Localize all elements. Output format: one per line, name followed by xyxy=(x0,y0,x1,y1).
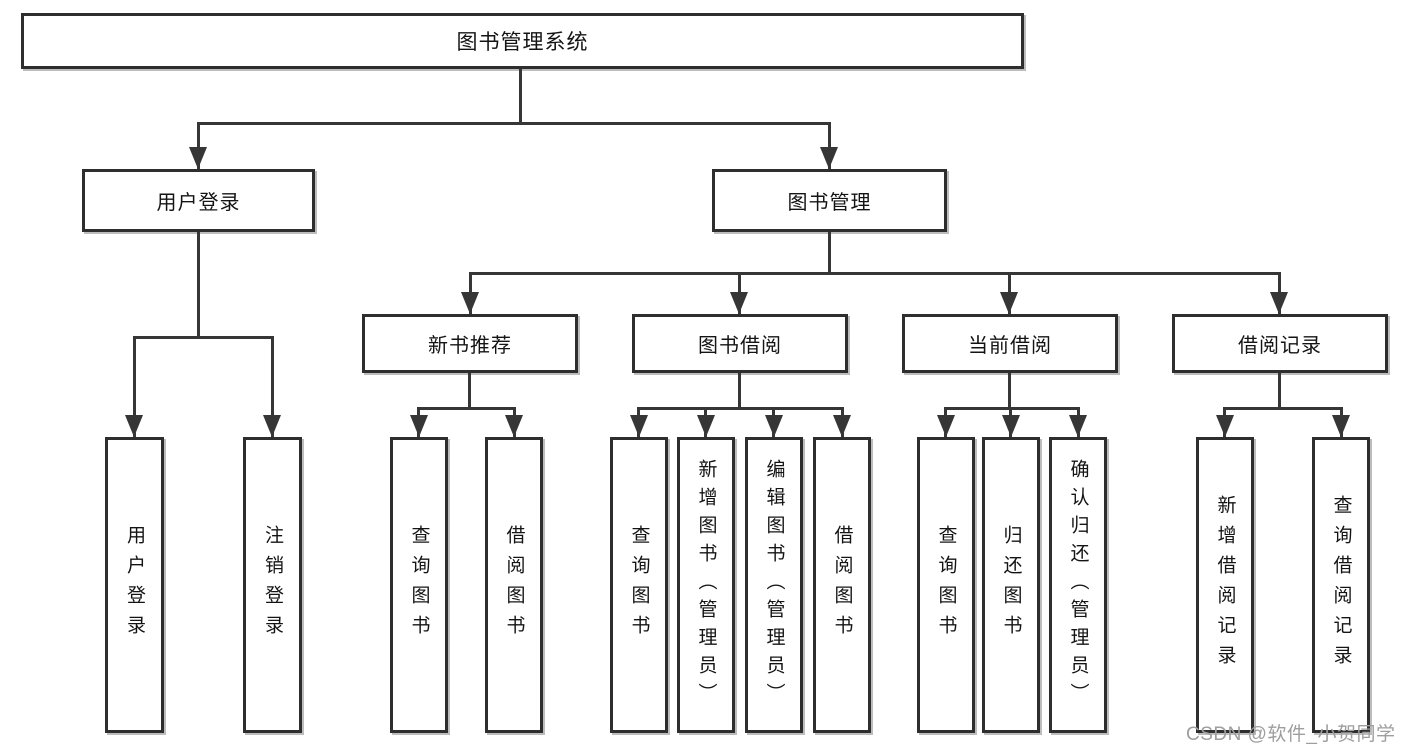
leaf-cb-query-books: 查询图书 xyxy=(917,437,975,733)
edge-cb-bar xyxy=(944,407,1080,410)
edge-root-bar xyxy=(197,122,831,125)
node-book-management: 图书管理 xyxy=(712,169,947,232)
arrow-to-bb-add-books xyxy=(697,415,715,437)
arrow-to-cb-confirm-return xyxy=(1069,415,1087,437)
edge-bb-bar xyxy=(637,407,844,410)
leaf-logout: 注销登录 xyxy=(243,437,302,733)
arrow-to-nbr-query-books xyxy=(410,415,428,437)
arrow-to-leaf-user-login xyxy=(125,415,143,437)
arrow-to-new-book-recommendation xyxy=(461,292,479,314)
arrow-to-book-borrowing xyxy=(730,292,748,314)
edge-br-bar xyxy=(1223,407,1343,410)
arrow-to-leaf-logout xyxy=(263,415,281,437)
edge-br-stem xyxy=(1278,373,1281,407)
leaf-bb-borrow-books: 借阅图书 xyxy=(813,437,871,733)
edge-user-login-bar xyxy=(133,336,274,339)
leaf-user-login: 用户登录 xyxy=(105,437,164,733)
watermark: CSDN @软件_小贺同学 xyxy=(1186,724,1396,745)
arrow-to-nbr-borrow-books xyxy=(505,415,523,437)
node-borrowing-records: 借阅记录 xyxy=(1172,314,1388,373)
edge-book-mgmt-stem xyxy=(828,232,831,272)
node-library-system: 图书管理系统 xyxy=(21,13,1024,69)
edge-bb-stem xyxy=(738,373,741,407)
edge-user-login-drop-1 xyxy=(133,336,136,437)
edge-user-login-drop-2 xyxy=(271,336,274,437)
leaf-nbr-query-books: 查询图书 xyxy=(390,437,448,733)
arrow-to-br-query-record xyxy=(1332,415,1350,437)
arrow-to-current-borrowing xyxy=(1000,292,1018,314)
leaf-cb-confirm-return-admin: 确认归还（管理员） xyxy=(1049,437,1107,733)
arrow-to-borrowing-records xyxy=(1270,292,1288,314)
arrow-to-book-management xyxy=(820,147,838,169)
arrow-to-bb-borrow-books xyxy=(833,415,851,437)
edge-nbr-bar xyxy=(417,407,516,410)
leaf-bb-edit-books-admin: 编辑图书（管理员） xyxy=(745,437,803,733)
node-new-book-recommendation: 新书推荐 xyxy=(362,314,578,373)
edge-nbr-stem xyxy=(468,373,471,407)
edge-root-drop-left xyxy=(197,122,200,169)
arrow-to-cb-return-books xyxy=(1002,415,1020,437)
leaf-bb-query-books: 查询图书 xyxy=(610,437,668,733)
leaf-cb-return-books: 归还图书 xyxy=(982,437,1040,733)
edge-user-login-stem xyxy=(197,232,200,336)
arrow-to-br-add-record xyxy=(1216,415,1234,437)
leaf-br-add-record: 新增借阅记录 xyxy=(1196,437,1254,733)
arrow-to-cb-query-books xyxy=(937,415,955,437)
arrow-to-bb-edit-books xyxy=(765,415,783,437)
node-current-borrowing: 当前借阅 xyxy=(902,314,1118,373)
leaf-nbr-borrow-books: 借阅图书 xyxy=(485,437,543,733)
node-book-borrowing: 图书借阅 xyxy=(632,314,848,373)
node-user-login: 用户登录 xyxy=(82,169,315,232)
leaf-bb-add-books-admin: 新增图书（管理员） xyxy=(677,437,735,733)
arrow-to-bb-query-books xyxy=(630,415,648,437)
edge-root-drop-right xyxy=(828,122,831,169)
edge-root-stem xyxy=(519,69,522,122)
arrow-to-user-login xyxy=(189,147,207,169)
edge-book-mgmt-bar xyxy=(469,272,1281,275)
leaf-br-query-record: 查询借阅记录 xyxy=(1312,437,1370,733)
edge-cb-stem xyxy=(1008,373,1011,407)
